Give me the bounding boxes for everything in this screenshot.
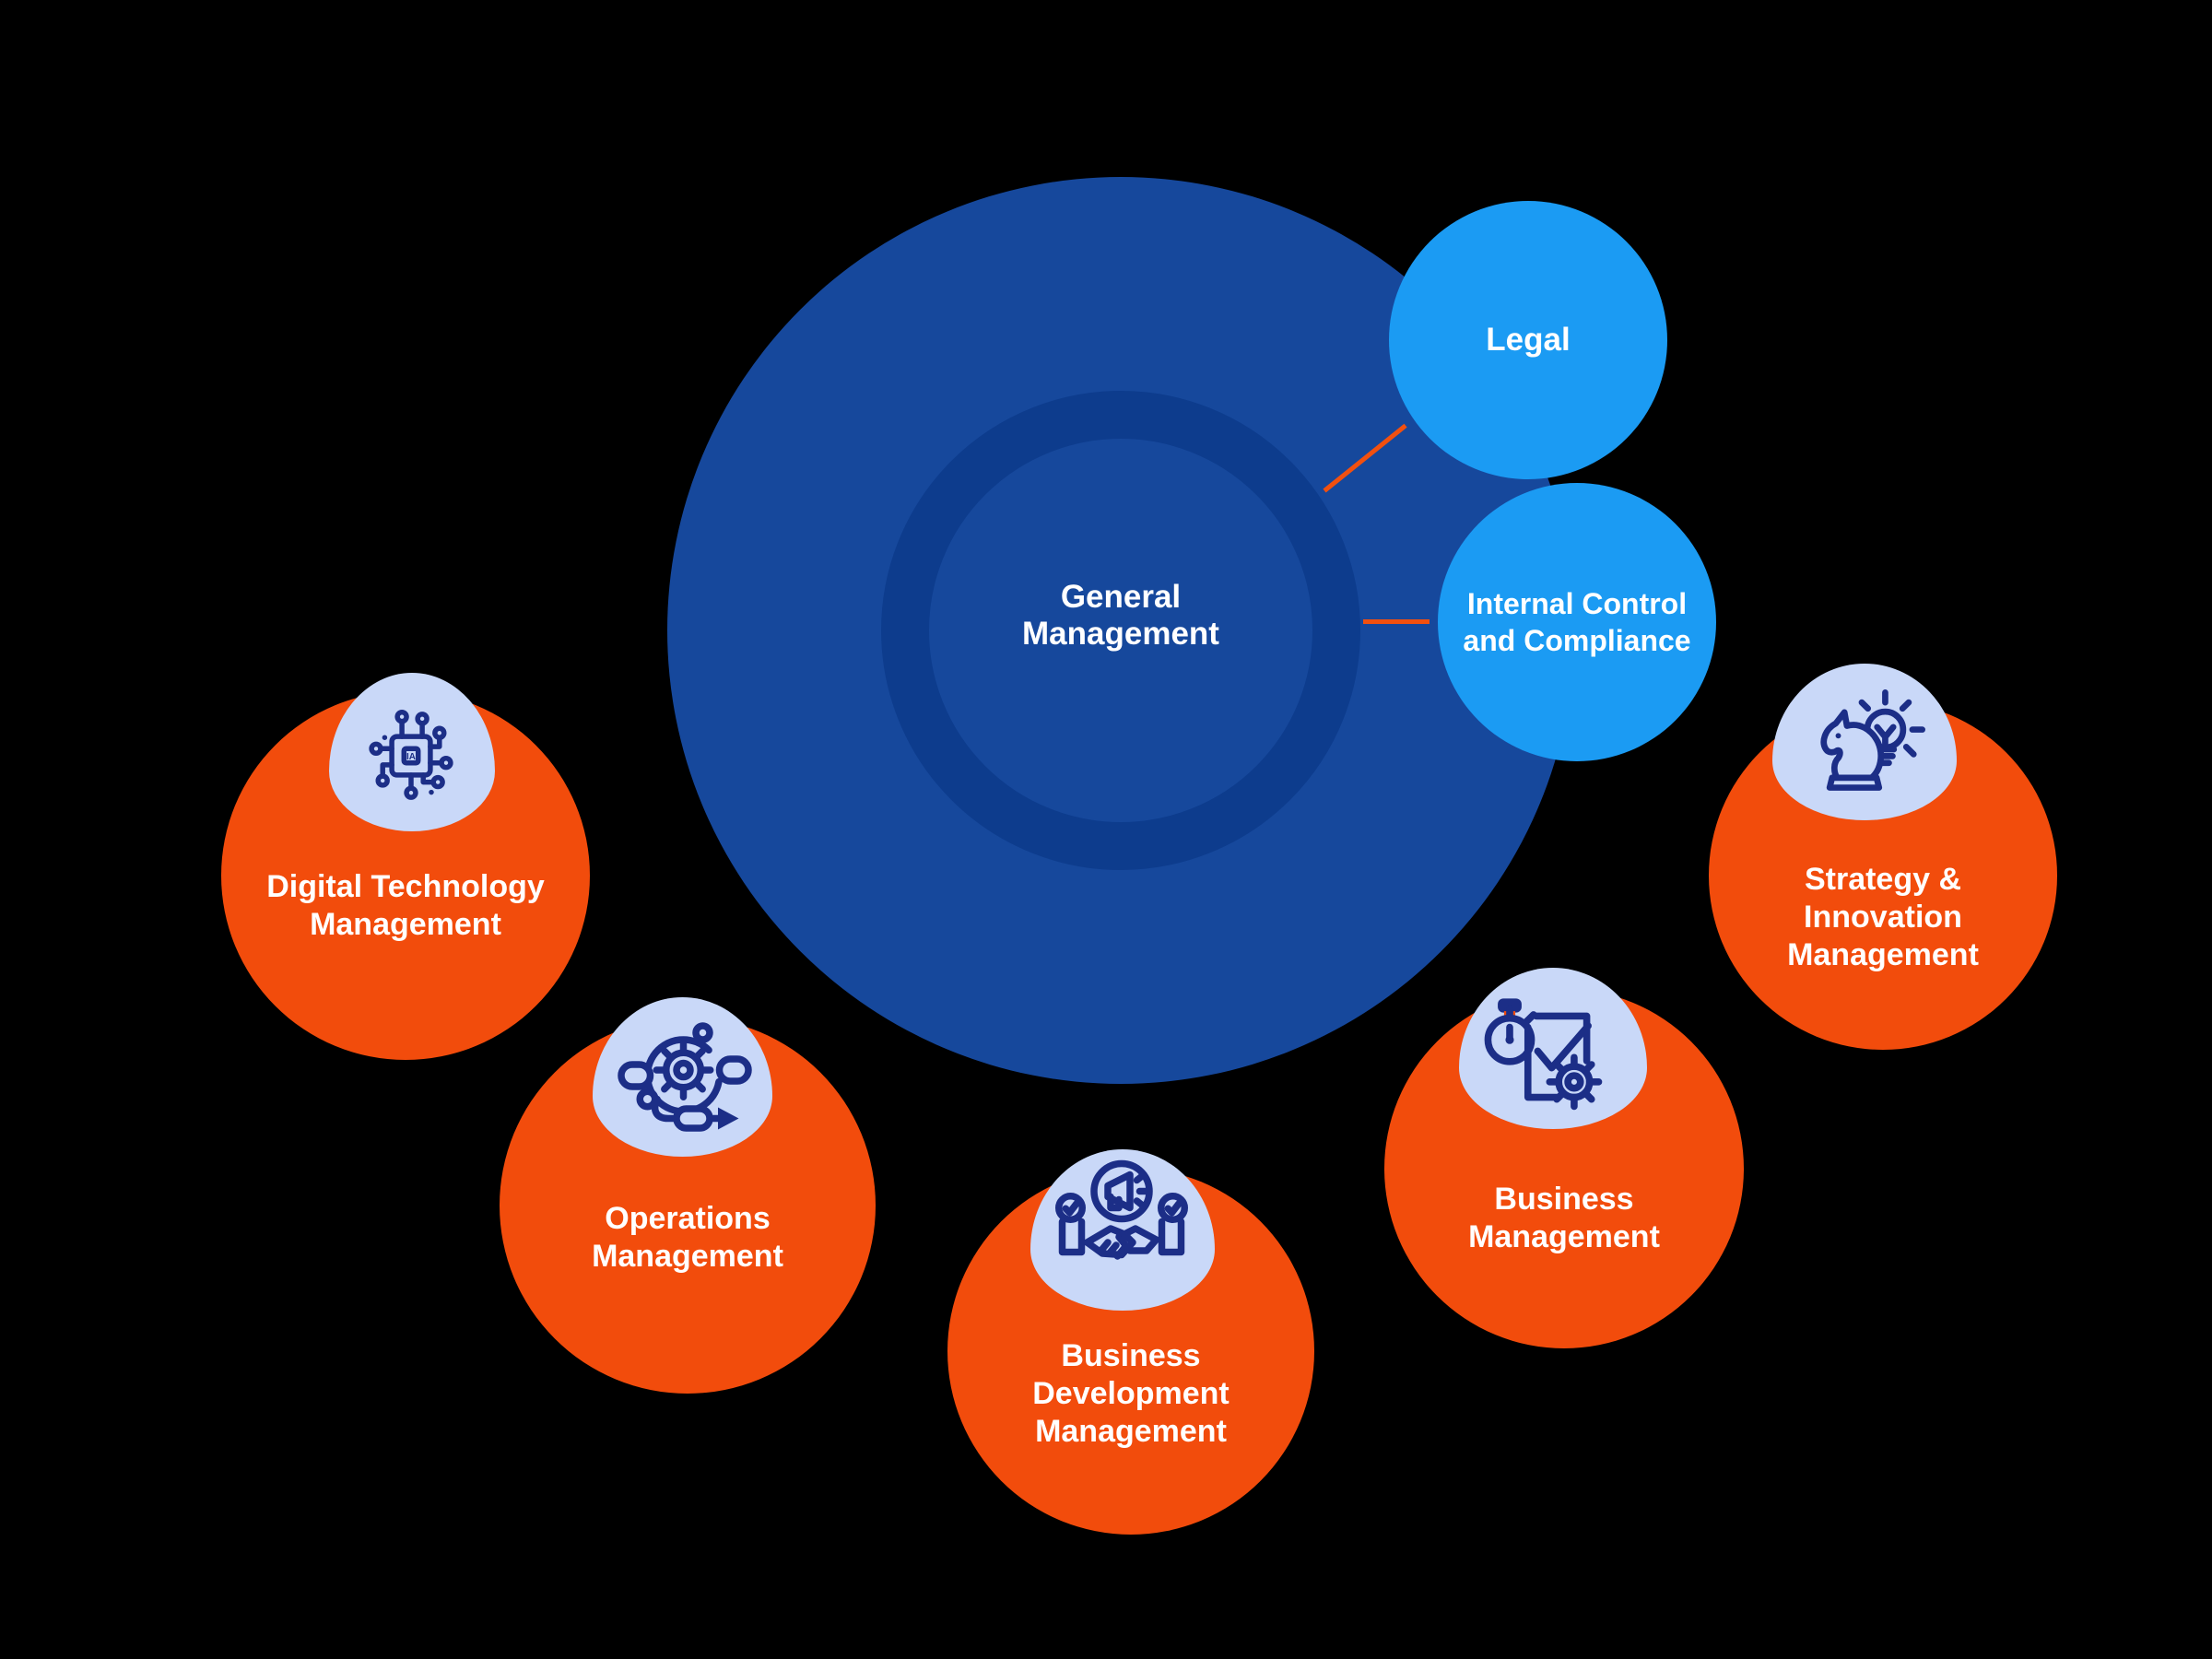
general-management-label: General Management	[890, 553, 1351, 678]
business-development-label: Business Development Management	[947, 1337, 1314, 1451]
business-development-line2: Development	[1032, 1376, 1230, 1411]
internal-control-line1: Internal Control	[1466, 587, 1688, 620]
strategy-innovation-circle: Strategy & Innovation Management	[1709, 664, 2057, 1050]
strategy-innovation-line3: Management	[1787, 937, 1979, 972]
digital-technology-line2: Management	[310, 907, 501, 942]
internal-control-circle: Internal Control and Compliance	[1438, 483, 1716, 761]
strategy-innovation-label: Strategy & Innovation Management	[1709, 861, 2057, 974]
agile-process-gear-icon	[618, 1022, 752, 1132]
business-development-line3: Management	[1035, 1414, 1227, 1449]
strategy-innovation-line1: Strategy &	[1804, 862, 1962, 897]
internal-control-line2: and Compliance	[1463, 624, 1691, 657]
operations-label: Operations Management	[500, 1200, 876, 1276]
legal-circle: Legal	[1389, 201, 1667, 479]
general-management-line2: Management	[1022, 616, 1219, 652]
svg-text:IA: IA	[406, 752, 416, 762]
business-management-circle: Business Management	[1384, 968, 1744, 1348]
digital-technology-circle: IA Digital Technology Management	[221, 673, 590, 1060]
ai-chip-icon: IA	[369, 709, 453, 800]
chess-knight-lightbulb-icon	[1820, 689, 1925, 791]
digital-technology-label: Digital Technology Management	[221, 868, 590, 944]
operations-circle: Operations Management	[500, 997, 876, 1394]
business-development-circle: Business Development Management	[947, 1149, 1314, 1535]
operations-line2: Management	[592, 1239, 783, 1274]
strategy-innovation-line2: Innovation	[1804, 900, 1962, 935]
business-management-line2: Management	[1468, 1219, 1660, 1254]
stopwatch-check-gear-icon	[1484, 998, 1603, 1111]
general-management-line1: General	[1060, 579, 1182, 615]
digital-technology-line1: Digital Technology	[266, 869, 545, 904]
business-management-label: Business Management	[1384, 1181, 1744, 1256]
digital-technology-icon-blob	[329, 673, 495, 831]
business-development-line1: Business	[1061, 1338, 1201, 1373]
business-management-line1: Business	[1494, 1182, 1634, 1217]
legal-label: Legal	[1486, 322, 1571, 358]
handshake-megaphone-icon	[1055, 1159, 1188, 1260]
operations-line1: Operations	[605, 1201, 771, 1236]
connector-internal-control-line	[1363, 619, 1430, 624]
